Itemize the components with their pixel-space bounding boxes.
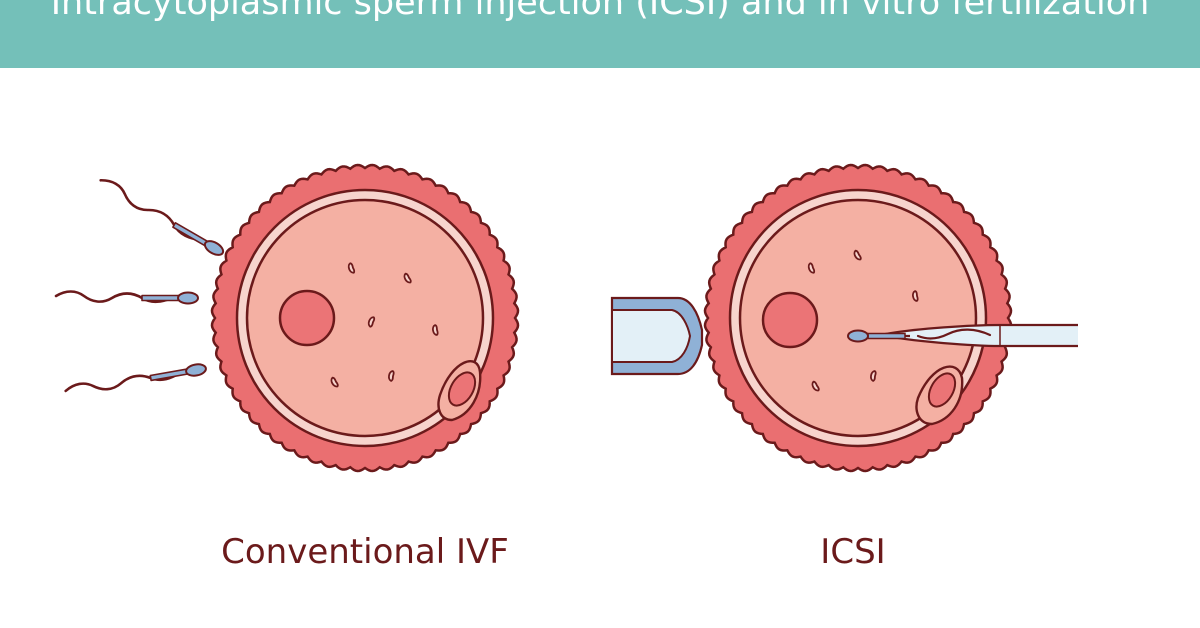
sperm-cell-icon <box>95 175 228 260</box>
icsi-panel <box>610 163 1078 473</box>
title-banner: Intracytoplasmic sperm injection (ICSI) … <box>0 0 1200 68</box>
icsi-caption: ICSI <box>820 532 886 572</box>
polar-body-icon <box>447 371 477 407</box>
nucleus-icon <box>761 291 819 349</box>
page-title: Intracytoplasmic sperm injection (ICSI) … <box>50 0 1150 23</box>
holding-pipette-icon <box>610 296 704 376</box>
sperm-cell-icon <box>847 329 910 343</box>
egg-cell-icon <box>210 163 520 473</box>
sperm-cell-icon <box>54 290 200 305</box>
sperm-cell-icon <box>63 360 209 400</box>
egg-cell-icon <box>703 163 1013 473</box>
polar-body-icon <box>927 372 957 408</box>
nucleus-icon <box>278 289 336 347</box>
ivf-panel <box>54 163 520 473</box>
ivf-caption: Conventional IVF <box>221 532 509 572</box>
